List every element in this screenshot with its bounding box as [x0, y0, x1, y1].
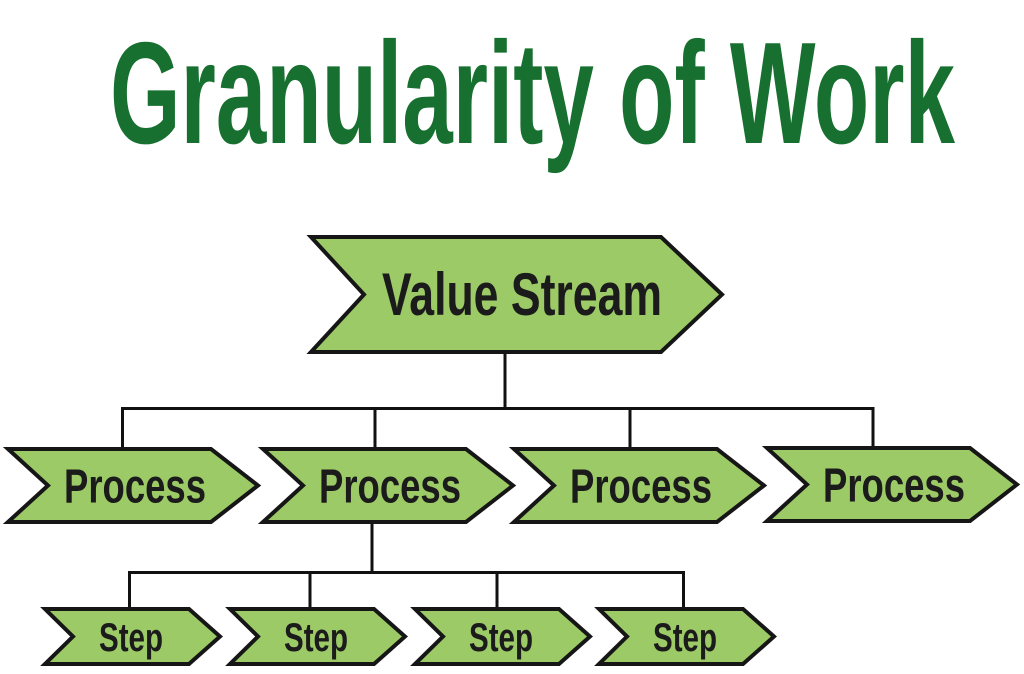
step-arrow-1-label: Step [99, 616, 163, 660]
process-arrow-4-shape [761, 446, 1021, 523]
value-stream-arrow-shape [306, 235, 725, 354]
step-arrow-4: Step [594, 607, 778, 666]
step-arrow-2-label: Step [284, 616, 348, 660]
process-arrow-3-label: Process [570, 461, 712, 514]
process-arrow-2-label: Process [319, 461, 461, 514]
step-arrow-4-label: Step [653, 616, 717, 660]
step-arrow-2-shape [225, 607, 409, 666]
page-title-text: Granularity of Work [110, 12, 955, 174]
step-arrow-3: Step [410, 607, 594, 666]
process-arrow-3-shape [508, 447, 768, 524]
process-arrow-4: Process [761, 446, 1021, 523]
process-arrow-4-label: Process [823, 460, 965, 513]
step-arrow-1-shape [40, 607, 224, 666]
process-arrow-1: Process [2, 447, 262, 524]
process-arrow-1-shape [2, 447, 262, 524]
step-arrow-2: Step [225, 607, 409, 666]
process-arrow-3: Process [508, 447, 768, 524]
process-arrow-2-shape [257, 447, 517, 524]
step-arrow-3-shape [410, 607, 594, 666]
value-stream-arrow: Value Stream [306, 235, 725, 354]
process-arrow-1-label: Process [64, 461, 206, 514]
step-arrow-1: Step [40, 607, 224, 666]
step-arrow-4-shape [594, 607, 778, 666]
page-title: Granularity of Work [110, 12, 955, 174]
value-stream-label: Value Stream [382, 261, 662, 328]
process-arrow-2: Process [257, 447, 517, 524]
step-arrow-3-label: Step [469, 616, 533, 660]
